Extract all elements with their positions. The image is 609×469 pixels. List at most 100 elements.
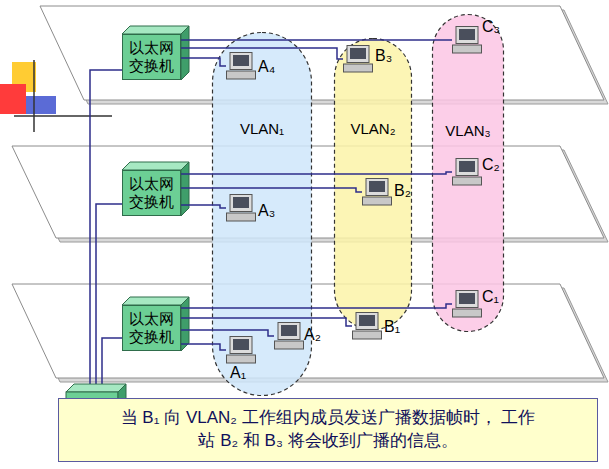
workstation: C₂ <box>452 158 482 186</box>
workstation-label: A₃ <box>258 202 275 220</box>
network-cable <box>181 39 452 41</box>
screen <box>459 293 475 304</box>
vlan-region: VLAN₂B₃B₂B₁ <box>334 38 412 330</box>
switch-top-face <box>122 297 189 305</box>
workstation-label: C₂ <box>482 156 500 174</box>
computer-base <box>344 64 373 72</box>
network-cable <box>181 58 226 66</box>
switch-top-face <box>122 162 189 170</box>
monitor <box>456 27 478 44</box>
monitor <box>456 291 478 308</box>
screen <box>369 181 385 192</box>
computer-base <box>227 355 256 363</box>
computer-base <box>275 341 304 349</box>
computer-base <box>453 309 482 317</box>
workstation: A₄ <box>226 52 256 80</box>
network-cable <box>181 188 362 192</box>
computer-base <box>227 71 256 79</box>
computer-base <box>227 213 256 221</box>
switch-side-face <box>181 26 189 80</box>
screen <box>233 339 249 350</box>
deco-square <box>26 96 56 114</box>
network-cable <box>181 344 226 350</box>
workstation-label: A₄ <box>258 58 275 76</box>
trunk-wire <box>90 70 122 392</box>
floor <box>40 6 604 100</box>
switch-side-face <box>181 297 189 351</box>
vlan-shape <box>433 15 504 332</box>
deco-square <box>0 84 26 114</box>
workstation-label: B₃ <box>375 47 392 65</box>
workstation-label: C₁ <box>482 288 499 306</box>
ethernet-switch: 以太网 交换机 <box>122 34 181 80</box>
screen <box>233 197 249 208</box>
vlan-region: VLAN₁ A₄ A₃ A₂ A₁ <box>212 32 312 396</box>
computer-icon <box>274 322 304 350</box>
computer-icon <box>226 336 256 364</box>
deco-line <box>14 115 112 117</box>
ethernet-switch: 以太网 交换机 <box>122 305 181 351</box>
computer-icon <box>226 52 256 80</box>
computer-icon <box>343 45 373 73</box>
vlan-shape <box>213 33 312 396</box>
workstation: A₂ <box>274 322 304 350</box>
vlan-label: VLAN₂ <box>334 120 412 137</box>
screen <box>350 48 366 59</box>
screen <box>281 325 297 336</box>
switch-label: 以太网 交换机 <box>129 310 174 346</box>
workstation-label: A₂ <box>304 326 321 344</box>
network-cable <box>181 48 343 59</box>
computer-icon <box>452 26 482 54</box>
trunk-wire <box>96 204 122 392</box>
monitor <box>366 179 388 196</box>
switch-top-face <box>122 26 189 34</box>
computer-base <box>363 197 392 205</box>
slide-decoration <box>0 60 112 132</box>
switch-top-face <box>66 384 126 392</box>
monitor <box>278 323 300 340</box>
workstation: C₁ <box>452 290 482 318</box>
monitor <box>230 53 252 70</box>
network-cable <box>181 172 452 174</box>
workstation-label: A₁ <box>230 364 246 382</box>
monitor <box>230 337 252 354</box>
workstation: B₂ <box>362 178 392 206</box>
workstation: B₃ <box>343 45 373 73</box>
computer-icon <box>362 178 392 206</box>
deco-line <box>33 60 35 132</box>
switch-side-face <box>181 162 189 216</box>
workstation: B₁ <box>352 312 382 340</box>
switch-label: 以太网 交换机 <box>129 175 174 211</box>
monitor <box>456 159 478 176</box>
trunk-wires <box>90 70 122 392</box>
switch-label: 以太网 交换机 <box>129 39 174 75</box>
monitor <box>347 46 369 63</box>
workstation-label: B₂ <box>394 182 411 200</box>
caption-text: 当 B₁ 向 VLAN₂ 工作组内成员发送广播数据帧时， 工作站 B₂ 和 B₃… <box>116 407 541 453</box>
computer-base <box>353 331 382 339</box>
workstation: A₁ <box>226 336 256 364</box>
monitor <box>356 313 378 330</box>
computer-icon <box>452 158 482 186</box>
computer-icon <box>352 312 382 340</box>
network-cable <box>181 330 274 336</box>
computer-icon <box>452 290 482 318</box>
vlan-shape <box>335 39 412 330</box>
monitor <box>230 195 252 212</box>
network-cable <box>181 318 352 326</box>
ethernet-switch: 以太网 交换机 <box>122 170 181 216</box>
network-cable <box>181 304 452 308</box>
vlan-label: VLAN₁ <box>212 120 312 137</box>
caption-box: 当 B₁ 向 VLAN₂ 工作组内成员发送广播数据帧时， 工作站 B₂ 和 B₃… <box>58 398 598 462</box>
vlan-label: VLAN₃ <box>432 122 504 139</box>
network-cable <box>181 205 226 208</box>
workstation-label: B₁ <box>384 318 400 336</box>
vlan-region: VLAN₃ C₃ C₂ C₁ <box>432 14 504 332</box>
computer-base <box>453 177 482 185</box>
screen <box>233 55 249 66</box>
computer-base <box>453 45 482 53</box>
screen <box>359 315 375 326</box>
workstation: C₃ <box>452 26 482 54</box>
screen <box>459 161 475 172</box>
